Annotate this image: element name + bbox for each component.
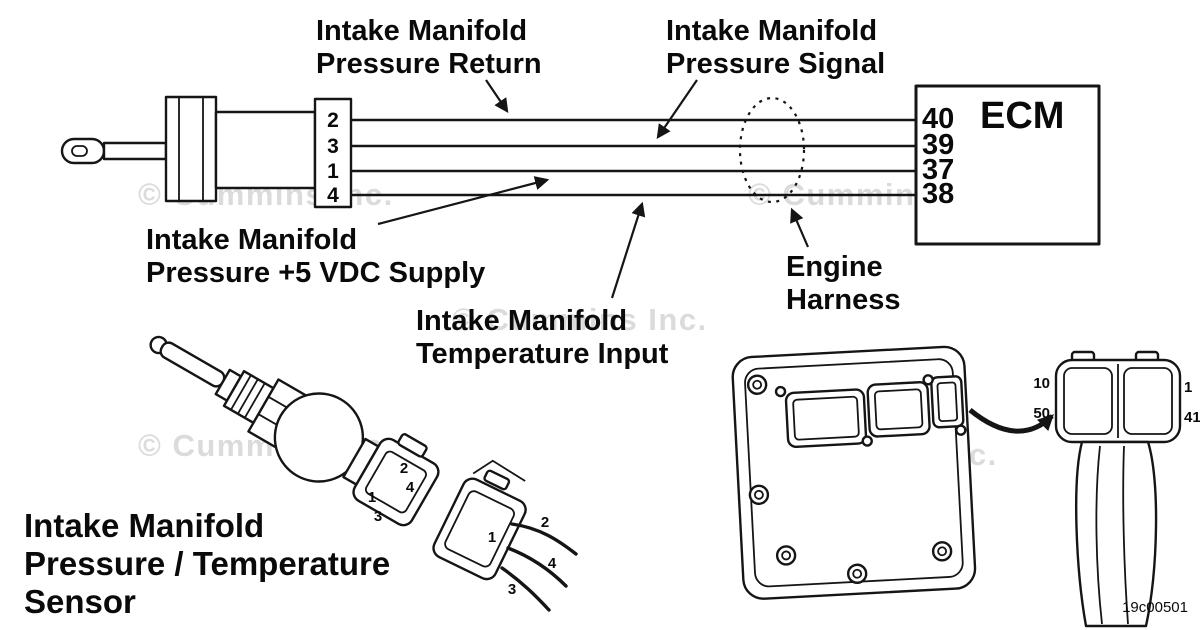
- label-temperature-input: Intake Manifold Temperature Input: [416, 305, 669, 370]
- harness-connector-inner: [444, 490, 515, 568]
- sensor-face-pin-3: 3: [374, 508, 382, 525]
- ecm-pictorial: [731, 345, 1054, 600]
- sensor-connector-block-outline: [313, 97, 353, 209]
- ecm-socket-1: [784, 388, 868, 448]
- sensor-pictorial: 2 4 1 3: [149, 335, 440, 527]
- sensor-body: [214, 110, 317, 190]
- harness-wire-lead-2: [506, 546, 568, 588]
- label-pressure-supply: Intake Manifold Pressure +5 VDC Supply: [146, 224, 485, 289]
- sensor-title: Intake Manifold Pressure / Temperature S…: [24, 507, 399, 620]
- label-pressure-supply-line2: Pressure +5 VDC Supply: [146, 257, 485, 289]
- label-pressure-signal: Intake Manifold Pressure Signal: [666, 15, 885, 80]
- sensor-face-pin-2: 2: [400, 460, 408, 477]
- harness-wire-lead-1: [510, 522, 578, 556]
- harness-wire-lead-3: [500, 566, 551, 612]
- ecm-pin-40: 40: [922, 103, 954, 135]
- ecm-pin-38: 38: [922, 178, 954, 210]
- arrow-engine-harness: [790, 207, 810, 248]
- watermark-text: © Cummins Inc.: [452, 302, 708, 337]
- label-pressure-return: Intake Manifold Pressure Return: [316, 15, 542, 80]
- label-temperature-input-line1: Intake Manifold: [416, 305, 627, 337]
- sensor-connector-block: 2 3 1 4: [313, 97, 353, 209]
- label-engine-harness-line1: Engine: [786, 251, 883, 283]
- ecm-connector-label-41: 41: [1184, 409, 1200, 426]
- sensor-block-pin-4: 4: [327, 184, 339, 207]
- label-engine-harness: Engine Harness: [786, 251, 900, 316]
- ecm-connector-label-50: 50: [1033, 405, 1050, 422]
- harness-connector-latch: [483, 469, 511, 491]
- ecm-socket-3: [930, 375, 965, 429]
- ecm-pin-37: 37: [922, 154, 954, 186]
- sensor-schematic-symbol: [60, 95, 317, 203]
- sensor-eyelet: [60, 137, 106, 165]
- harness-wires: [351, 118, 916, 197]
- label-engine-harness-line2: Harness: [786, 284, 900, 316]
- arrow-pressure-supply: [377, 176, 550, 226]
- sensor-title-line2: Pressure / Temperature: [24, 545, 390, 582]
- sensor-face-pin-4: 4: [406, 479, 415, 496]
- harness-pin-3: 3: [508, 581, 516, 598]
- label-pressure-supply-line1: Intake Manifold: [146, 224, 357, 256]
- ecm-socket-1-pins: [792, 395, 860, 441]
- label-temperature-input-line2: Temperature Input: [416, 338, 669, 370]
- sensor-probe: [159, 341, 226, 388]
- arrow-pressure-signal: [656, 79, 698, 139]
- ecm-box: ECM 40 39 37 38: [914, 84, 1101, 246]
- sensor-title-line3: Sensor: [24, 583, 136, 620]
- ecm-socket-3-pins: [936, 381, 959, 422]
- harness-connector-body: [432, 477, 527, 581]
- ecm-connector-detail: 10 50 1 41: [1033, 350, 1200, 628]
- sensor-connector-face: [364, 450, 427, 514]
- harness-connector-latch-arm: [472, 459, 526, 482]
- figure-code: 19c00501: [1122, 599, 1188, 616]
- arrow-pressure-return: [485, 79, 509, 113]
- sensor-terminal: [102, 141, 168, 161]
- ecm-connector-label-1: 1: [1184, 379, 1192, 396]
- engine-harness-ellipse: [738, 96, 806, 204]
- harness-pin-4: 4: [548, 555, 557, 572]
- ecm-connector-cable-line-1: [1095, 445, 1103, 625]
- ecm-connector-cable-line-2: [1122, 445, 1129, 625]
- ecm-socket-2-pins: [873, 388, 924, 431]
- label-pressure-return-line2: Pressure Return: [316, 48, 542, 80]
- ecm-socket-screws: [774, 374, 967, 447]
- ecm-mounting-holes: [746, 374, 953, 584]
- sensor-title-line1: Intake Manifold: [24, 507, 264, 544]
- sensor-block-pin-3: 3: [327, 135, 339, 158]
- label-pressure-signal-line2: Pressure Signal: [666, 48, 885, 80]
- ecm-socket-2: [866, 381, 931, 438]
- ecm-connector-pinfield-right: [1123, 367, 1173, 435]
- sensor-eyelet-slot: [71, 145, 88, 157]
- arrow-temperature-input: [610, 201, 646, 299]
- ecm-connector-pinfield-left: [1063, 367, 1113, 435]
- sensor-face-pin-1: 1: [368, 489, 376, 506]
- arrow-ecm-connector-callout: [968, 408, 1054, 434]
- harness-connector-pictorial: 1 2 4 3: [432, 459, 578, 612]
- ecm-box-outline: [914, 84, 1101, 246]
- harness-pin-2: 2: [541, 514, 549, 531]
- harness-pin-1: 1: [488, 529, 496, 546]
- ecm-label: ECM: [980, 95, 1064, 137]
- ecm-pin-39: 39: [922, 129, 954, 161]
- label-pressure-return-line1: Intake Manifold: [316, 15, 527, 47]
- label-pressure-signal-line1: Intake Manifold: [666, 15, 877, 47]
- sensor-hex-nut: [164, 95, 218, 203]
- ecm-connector-label-10: 10: [1033, 375, 1050, 392]
- sensor-block-pin-1: 1: [327, 160, 339, 183]
- sensor-block-pin-2: 2: [327, 109, 339, 132]
- sensor-connector-latch: [397, 433, 428, 458]
